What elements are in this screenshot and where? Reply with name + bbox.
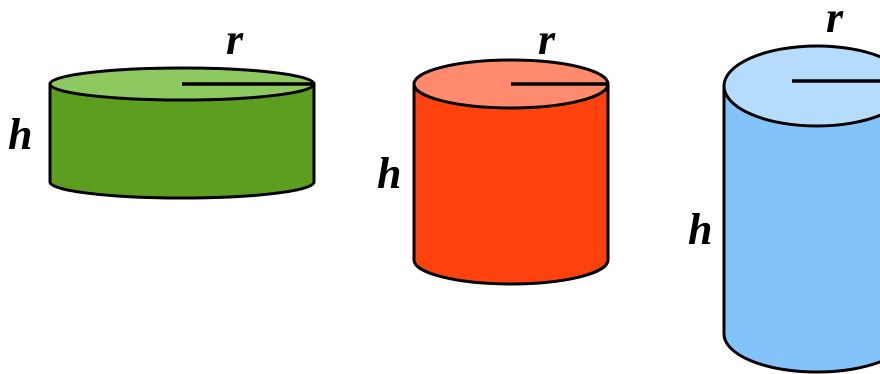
cylinder-green-body (48, 82, 316, 200)
cylinder-green-radius-label: r (226, 15, 244, 64)
cylinder-green-height-label: h (8, 110, 32, 159)
cylinder-blue: r h (688, 0, 880, 374)
cylinder-red-height-label: h (377, 149, 401, 198)
cylinder-green: r h (8, 15, 316, 200)
cylinder-blue-radius-label: r (826, 0, 844, 42)
cylinder-red-body (412, 82, 610, 286)
cylinder-red: r h (377, 15, 610, 286)
cylinder-blue-top (722, 44, 880, 128)
cylinder-blue-body (722, 84, 880, 374)
cylinder-red-radius-label: r (538, 15, 556, 64)
cylinder-blue-height-label: h (688, 205, 712, 254)
